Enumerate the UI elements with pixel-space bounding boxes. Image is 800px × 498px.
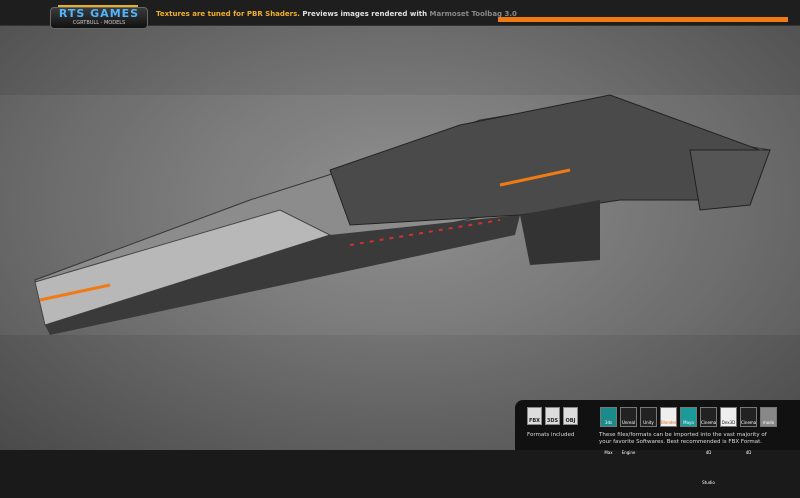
header-note: Textures are tuned for PBR Shaders. Prev… bbox=[156, 10, 517, 18]
software-caption-line1: These files/formats can be imported into… bbox=[599, 432, 767, 438]
unreal-icon: Unreal Engine bbox=[620, 407, 637, 455]
ship-orange-trim bbox=[39, 283, 111, 302]
ship-orange-trim bbox=[499, 168, 571, 187]
modo-icon: modo bbox=[760, 407, 777, 427]
ship-engine-block bbox=[520, 200, 600, 265]
logo: RTS GAMES CGRTBULL - MODELS bbox=[50, 7, 148, 29]
ship-bridge bbox=[689, 149, 771, 211]
ship-runway-underside bbox=[45, 215, 520, 335]
blender-icon: Blender bbox=[660, 407, 677, 427]
logo-title: RTS GAMES bbox=[58, 7, 140, 20]
logo-accent bbox=[58, 5, 138, 7]
3dsmax-icon: 3ds Max bbox=[600, 407, 617, 455]
format-obj-icon: OBJ bbox=[563, 407, 578, 425]
header-accent-bar bbox=[498, 17, 788, 22]
note-main: Previews images rendered with bbox=[302, 10, 428, 18]
spaceship-render bbox=[34, 94, 772, 335]
maya-icon: Maya bbox=[680, 407, 697, 427]
c4d-studio-icon: Cinema 4D Studio bbox=[700, 407, 717, 485]
note-highlight: Textures are tuned for PBR Shaders. bbox=[156, 10, 300, 18]
formats-caption: Formats included bbox=[527, 432, 575, 438]
note-tool: Marmoset Toolbag 3.0 bbox=[429, 10, 517, 18]
dex3d-icon: Dex3D bbox=[720, 407, 737, 427]
unity-icon: Unity bbox=[640, 407, 657, 427]
format-fbx-icon: FBX bbox=[527, 407, 542, 425]
logo-subtitle: CGRTBULL - MODELS bbox=[72, 20, 126, 26]
format-3ds-icon: 3DS bbox=[545, 407, 560, 425]
cinema4d-icon: Cinema 4D bbox=[740, 407, 757, 455]
software-caption-line2: your favorite Softwares. Best recommende… bbox=[599, 439, 762, 445]
